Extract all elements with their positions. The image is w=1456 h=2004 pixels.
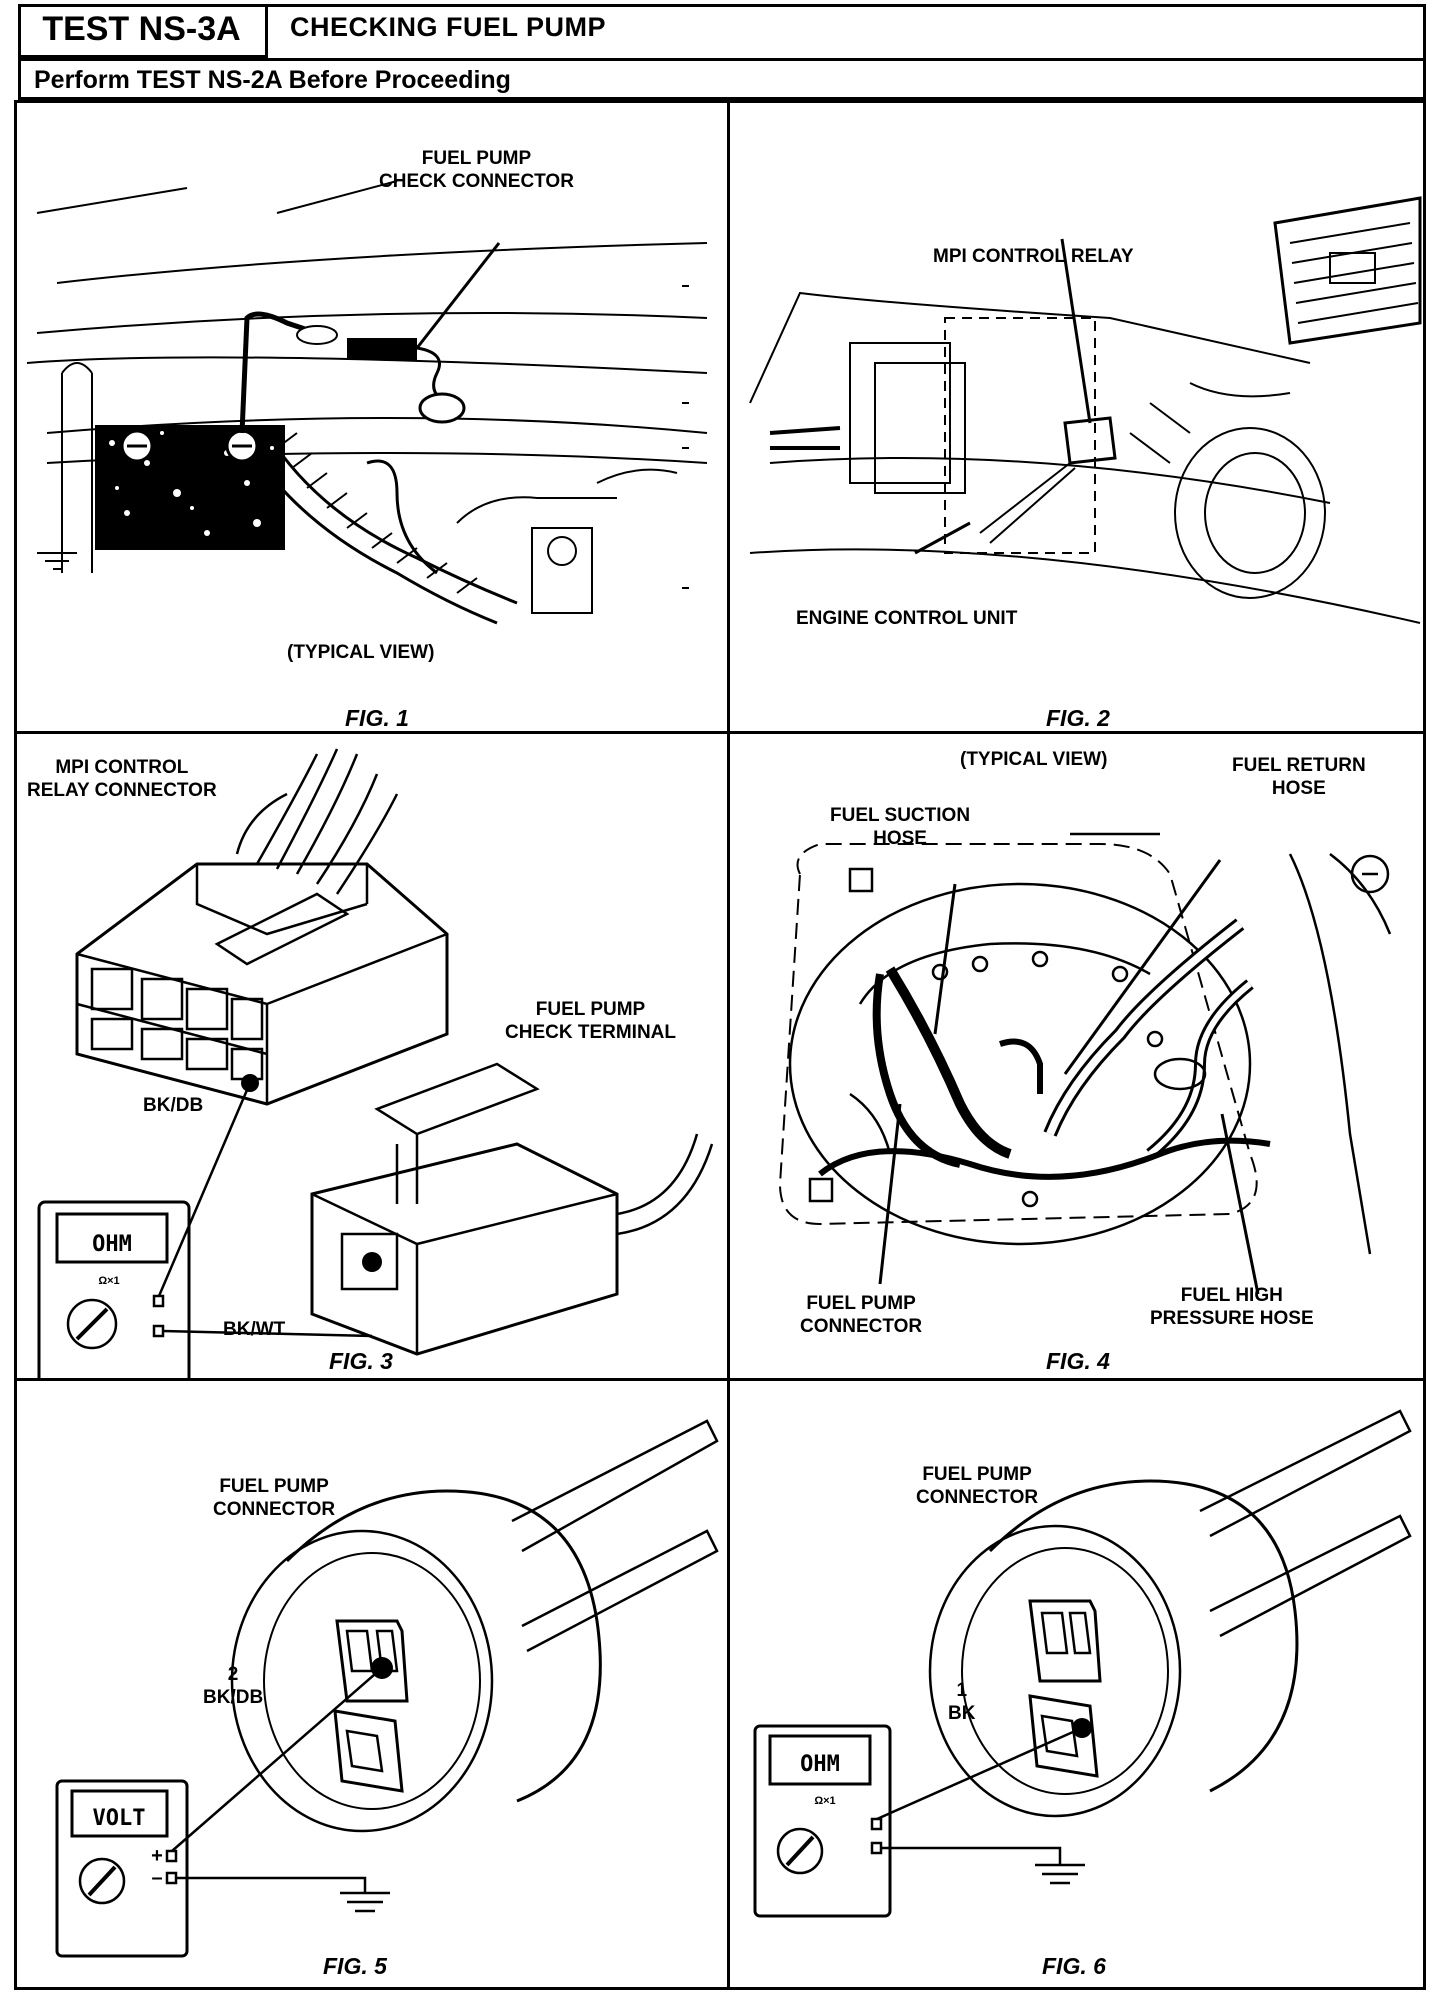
callout-engine-control-unit: ENGINE CONTROL UNIT <box>796 608 1018 629</box>
figure-5-panel: VOLT + – FUEL PUMP CONNECTOR 2 BK/DB FIG… <box>14 1378 730 1990</box>
fuel-tank-opening <box>788 882 1252 1246</box>
callout-mpi-control-relay-connector: MPI CONTROL RELAY CONNECTOR <box>27 757 217 801</box>
speaker <box>1174 427 1326 599</box>
relay-location-box <box>944 317 1096 554</box>
relay-connector-body <box>75 862 449 1106</box>
figure-4-panel: (TYPICAL VIEW) FUEL RETURN HOSE FUEL SUC… <box>727 731 1426 1381</box>
callout-fuel-pump-check-terminal: FUEL PUMP CHECK TERMINAL <box>505 999 676 1043</box>
callout-fuel-pump-check-connector: FUEL PUMP CHECK CONNECTOR <box>379 148 574 192</box>
voltmeter-plus-label: + <box>151 1845 163 1867</box>
figure-2-label: FIG. 2 <box>1046 705 1110 731</box>
jumper-wire <box>239 311 318 434</box>
header-divider <box>18 58 1426 61</box>
check-terminal-probe-point <box>362 1252 382 1272</box>
connector-face-outer <box>230 1529 494 1833</box>
figure-3-panel: OHM Ω×1 MPI CONTROL RELAY CONNECTOR FUEL… <box>14 731 730 1381</box>
connector-face-outer <box>928 1524 1182 1818</box>
figure-1-drawing <box>26 180 708 625</box>
ohmmeter-body <box>753 1724 892 1918</box>
figure-3-drawing: OHM Ω×1 <box>37 748 714 1378</box>
test-title: CHECKING FUEL PUMP <box>290 12 607 42</box>
callout-typical-view: (TYPICAL VIEW) <box>960 749 1108 770</box>
callout-typical-view: (TYPICAL VIEW) <box>287 642 435 663</box>
figure-6-drawing: OHM Ω×1 <box>753 1409 1412 1918</box>
callout-wire-bk-wt: BK/WT <box>223 1319 286 1340</box>
relay-terminal-probe-point <box>241 1074 259 1092</box>
figure-2-drawing <box>749 196 1422 624</box>
figure-1-panel: FUEL PUMP CHECK CONNECTOR (TYPICAL VIEW)… <box>14 100 730 734</box>
air-vent <box>1273 196 1422 345</box>
callout-mpi-control-relay: MPI CONTROL RELAY <box>933 246 1134 267</box>
ohmmeter-display-text: OHM <box>800 1752 840 1777</box>
fuel-suction-hose <box>885 966 1012 1159</box>
ohmmeter-range-text: Ω×1 <box>814 1795 835 1807</box>
ohmmeter-display-text: OHM <box>92 1232 132 1257</box>
terminal-1-probe-point <box>1072 1718 1092 1738</box>
callout-fuel-pump-connector: FUEL PUMP CONNECTOR <box>213 1476 336 1520</box>
check-connector <box>347 338 417 360</box>
figure-5-drawing: VOLT + – <box>55 1419 719 1958</box>
figure-5-label: FIG. 5 <box>323 1953 387 1979</box>
figure-3-label: FIG. 3 <box>329 1348 393 1374</box>
voltmeter-dial <box>78 1857 126 1905</box>
callout-wire-bk-db: BK/DB <box>143 1095 204 1116</box>
ohmmeter-range-text: Ω×1 <box>98 1275 119 1287</box>
ohmmeter-dial <box>776 1827 824 1875</box>
callout-fuel-high-pressure-hose: FUEL HIGH PRESSURE HOSE <box>1150 1285 1314 1329</box>
figure-6-label: FIG. 6 <box>1042 1953 1106 1979</box>
ohmmeter-dial <box>66 1298 118 1350</box>
callout-terminal-2-bk-db: 2 BK/DB <box>203 1664 264 1708</box>
figure-2-panel: MPI CONTROL RELAY ENGINE CONTROL UNIT FI… <box>727 100 1426 734</box>
callout-fuel-pump-connector: FUEL PUMP CONNECTOR <box>916 1464 1039 1508</box>
test-id: TEST NS-3A <box>18 4 268 58</box>
header-frame <box>18 4 1426 100</box>
voltmeter-body <box>55 1779 189 1958</box>
figure-4-label: FIG. 4 <box>1046 1348 1110 1374</box>
terminal-2-probe-point <box>371 1657 393 1679</box>
ohmmeter-display <box>55 1212 169 1264</box>
figure-4-drawing <box>778 832 1392 1295</box>
figure-6-panel: OHM Ω×1 FUEL PUMP CONNECTOR 1 BK FIG. 6 <box>727 1378 1426 1990</box>
prerequisite-note: Perform TEST NS-2A Before Proceeding <box>34 66 511 94</box>
figure-1-label: FIG. 1 <box>345 705 409 731</box>
voltmeter-minus-label: – <box>151 1867 162 1889</box>
callout-fuel-pump-connector: FUEL PUMP CONNECTOR <box>800 1293 923 1337</box>
callout-fuel-return-hose: FUEL RETURN HOSE <box>1232 755 1366 799</box>
ohmmeter-body <box>37 1200 191 1378</box>
voltmeter-display-text: VOLT <box>93 1806 146 1831</box>
voltmeter-display <box>70 1789 169 1838</box>
callout-terminal-1-bk: 1 BK <box>948 1680 976 1724</box>
check-terminal-body <box>310 1142 619 1356</box>
ohmmeter-display <box>768 1734 872 1786</box>
callout-fuel-suction-hose: FUEL SUCTION HOSE <box>830 805 971 849</box>
